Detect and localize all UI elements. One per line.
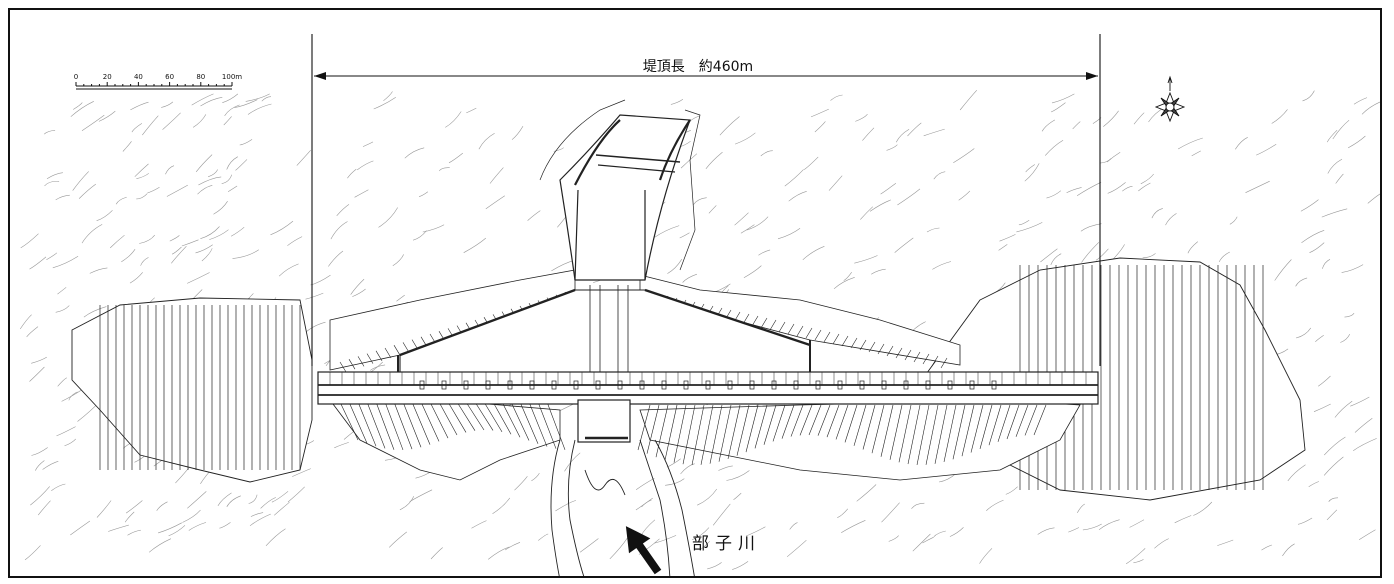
crest-length-dimension [311, 34, 1101, 366]
crest-length-label: 堤頂長 約460m [643, 59, 753, 75]
flow-direction-arrow-icon [625, 526, 662, 575]
left-abutment-excavation [71, 297, 313, 483]
downstream-slope-excavation [329, 399, 1081, 481]
scale-tick-label: 60 [165, 73, 174, 81]
scale-tick-label: 0 [74, 73, 78, 81]
scale-bar [75, 82, 233, 90]
dam-body [397, 285, 811, 440]
scale-tick-label: 80 [196, 73, 205, 81]
scale-tick-label: 20 [103, 73, 112, 81]
stilling-basin [577, 399, 631, 443]
scale-tick-label: 40 [134, 73, 143, 81]
scale-bar-labels: 0 20 40 60 80 100m [74, 73, 243, 81]
compass-rose-icon [1154, 75, 1186, 123]
scale-tick-label: 100m [222, 73, 242, 81]
spillway-chute [539, 99, 701, 281]
dam-crest-road [317, 371, 1099, 405]
dimension-label-bg [600, 58, 796, 74]
river-channel [550, 439, 695, 576]
river-name-label: 部子川 [692, 534, 761, 554]
